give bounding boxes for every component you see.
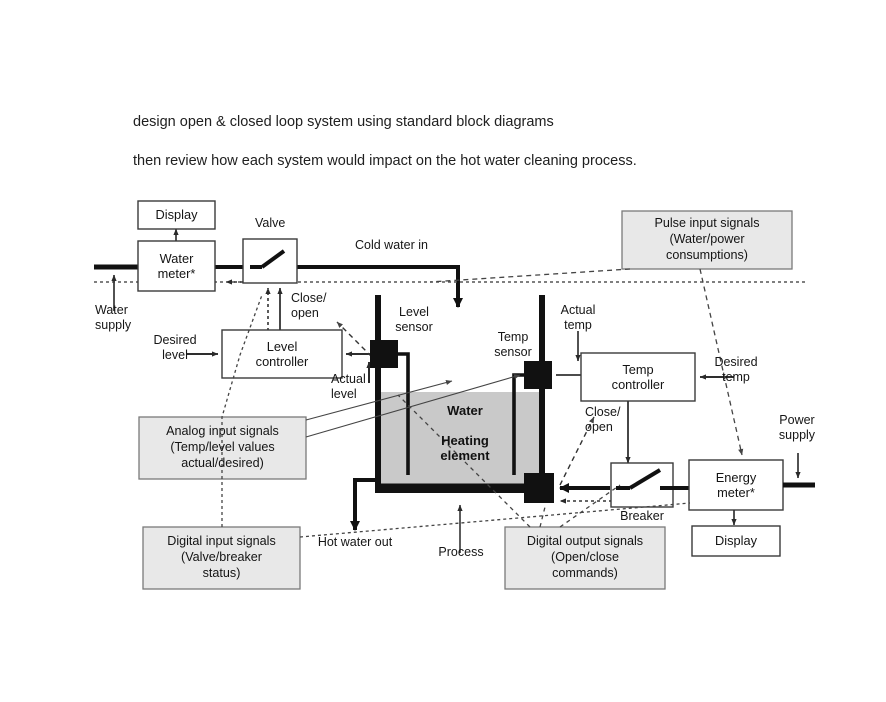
level-sensor (370, 340, 410, 475)
energy-meter-line1: Energy (715, 469, 757, 485)
note-digital-out-line2: (Open/close (551, 550, 619, 565)
breaker-symbol[interactable] (610, 462, 690, 508)
display-bottom-label: Display (715, 533, 757, 549)
heating-element-label: Heating element (410, 433, 520, 463)
heating-element-line1: Heating (441, 433, 489, 448)
note-analog-line2: (Temp/level values (170, 440, 275, 455)
note-digital-out-line3: commands) (552, 565, 618, 580)
note-pulse-input-label: Pulse input signals (Water/power consump… (622, 211, 792, 269)
close-open-right-callout (559, 416, 595, 486)
temp-controller-label: Temp controller (581, 353, 695, 401)
display-top-label: Display (155, 207, 198, 223)
valve-symbol[interactable] (242, 238, 298, 284)
leader-analog-to-level-sensor (305, 374, 521, 438)
note-pulse-line3: consumptions) (666, 247, 748, 262)
leader-pulse-to-bus (429, 268, 631, 283)
note-digital-in-line1: Digital input signals (167, 534, 276, 549)
leader-digital-input-to-valve (221, 294, 263, 527)
display-top-box (137, 200, 216, 230)
level-controller-label: Level controller (222, 330, 342, 378)
note-pulse-line2: (Water/power (669, 232, 745, 247)
temp-controller-box[interactable] (580, 352, 696, 402)
water-meter-label-line1: Water (159, 250, 194, 266)
note-digital-output-box (504, 526, 666, 590)
prose-line-2: then review how each system would impact… (133, 153, 637, 169)
water-meter-box[interactable] (137, 240, 216, 292)
note-digital-in-line3: status) (202, 565, 241, 580)
energy-meter-label: Energy meter* (689, 460, 783, 510)
display-bottom-box (691, 525, 781, 557)
note-digital-input-label: Digital input signals (Valve/breaker sta… (143, 527, 300, 589)
leader-digital-input-to-breaker (299, 502, 691, 538)
heating-element-line2: element (440, 448, 490, 463)
level-controller-line1: Level (266, 338, 298, 354)
leader-digital-output-to-valve (397, 394, 531, 528)
level-controller-line2: controller (255, 354, 309, 369)
tank-water-label: Water (447, 403, 483, 418)
note-digital-input-box (142, 526, 301, 590)
note-digital-out-line1: Digital output signals (526, 534, 644, 549)
note-digital-in-line2: (Valve/breaker (181, 550, 262, 565)
heating-element (380, 473, 554, 503)
energy-meter-line2: meter* (717, 485, 755, 500)
temp-controller-line2: controller (611, 377, 665, 392)
cold-water-pipe (94, 264, 463, 308)
leader-pulse-to-energy-meter (699, 268, 744, 456)
temp-controller-line1: Temp (622, 361, 654, 377)
note-pulse-line1: Pulse input signals (654, 216, 760, 231)
level-controller-box[interactable] (221, 329, 343, 379)
water-meter-label: Water meter* (138, 241, 215, 291)
note-analog-line3: actual/desired) (181, 455, 264, 470)
system-block-diagram: Display Water meter* Valve Cold water in… (0, 185, 886, 605)
hot-water-out-pipe (350, 478, 378, 531)
leader-analog-to-temp-sensor (305, 380, 453, 421)
note-analog-line1: Analog input signals (166, 424, 279, 439)
prose-line-1: design open & closed loop system using s… (133, 114, 554, 130)
diagram-canvas (94, 200, 815, 590)
water-meter-label-line2: meter* (157, 266, 196, 281)
leader-digital-output-to-element (539, 506, 546, 528)
note-pulse-input-box (621, 210, 793, 270)
note-digital-output-label: Digital output signals (Open/close comma… (505, 527, 665, 589)
note-analog-input-label: Analog input signals (Temp/level values … (139, 417, 306, 479)
